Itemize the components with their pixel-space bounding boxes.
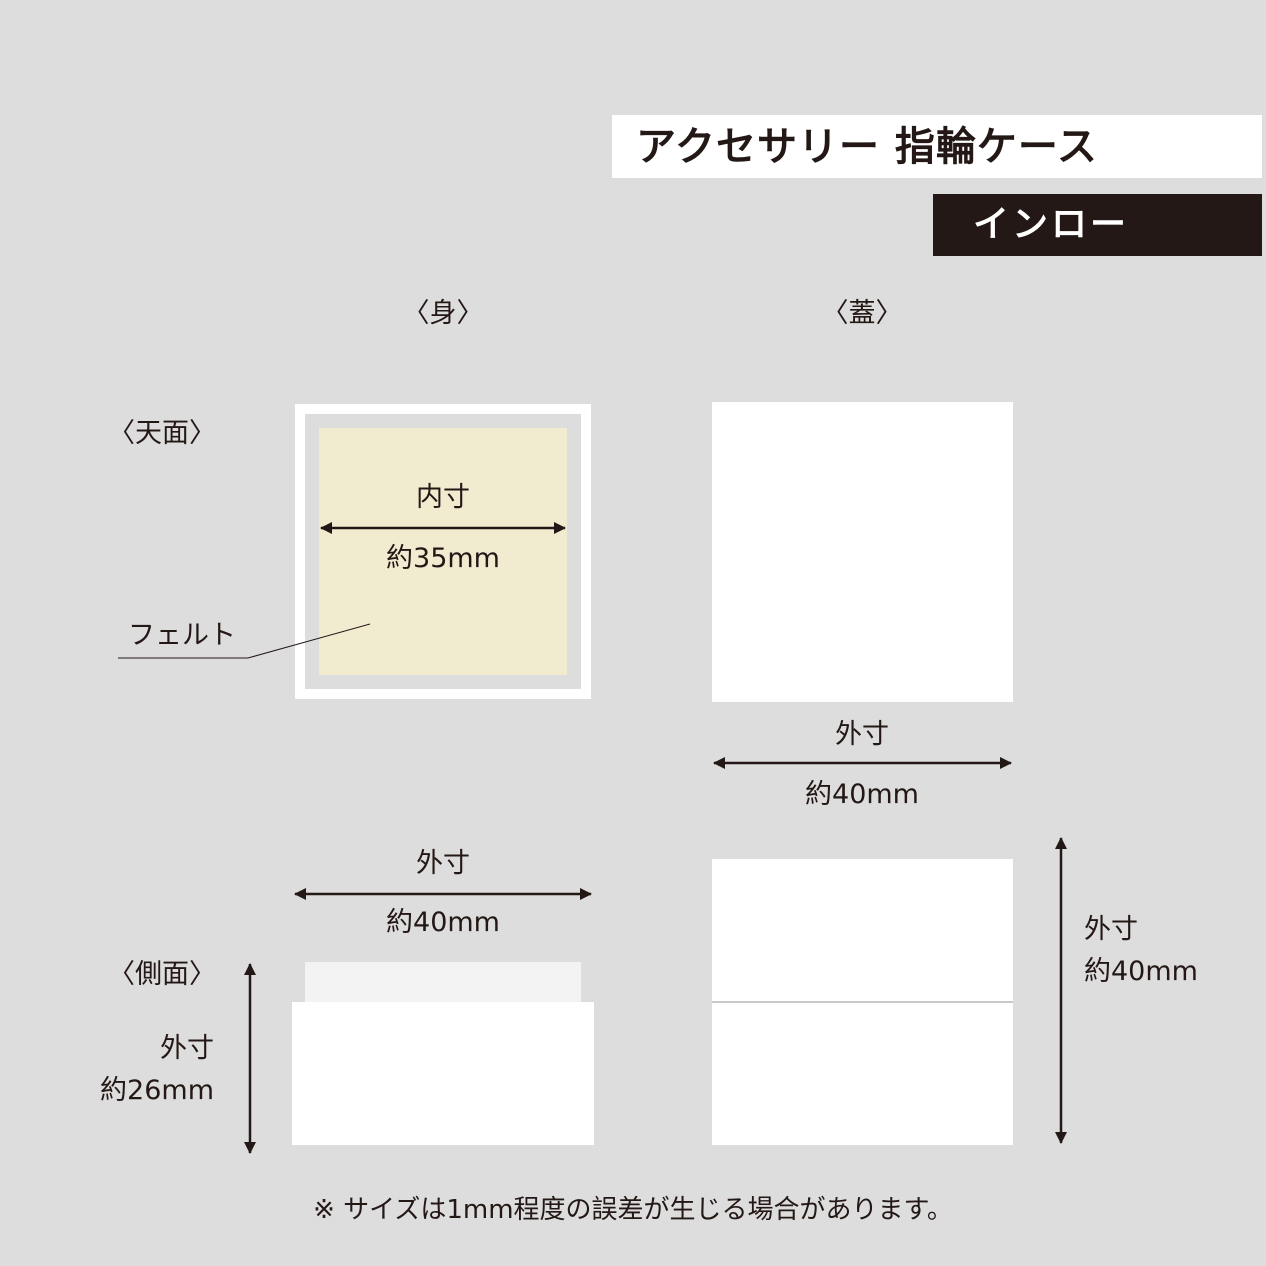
product-subtitle-badge: インロー (933, 194, 1262, 256)
felt-leader-line (118, 623, 371, 659)
body-width-label: 外寸 (416, 848, 470, 879)
body-width-value: 約40mm (386, 907, 500, 938)
felt-label: フェルト (128, 620, 236, 651)
body-side-panel (292, 1002, 594, 1145)
product-title: アクセサリー 指輪ケース (612, 115, 1262, 178)
inner-size-value: 約35mm (386, 543, 500, 574)
view-label-side: 〈側面〉 (108, 959, 216, 990)
view-label-top: 〈天面〉 (108, 418, 216, 449)
lid-width-label: 外寸 (835, 719, 889, 750)
inner-size-label: 内寸 (416, 482, 470, 513)
lid-top-panel (712, 402, 1013, 702)
lid-width-value: 約40mm (805, 779, 919, 810)
lid-height-value: 約40mm (1084, 956, 1198, 987)
lid-height-label: 外寸 (1084, 914, 1138, 945)
body-height-value: 約26mm (100, 1075, 214, 1106)
section-label-body: 〈身〉 (402, 298, 484, 329)
body-side-rim (305, 962, 581, 1002)
tolerance-note: ※ サイズは1mm程度の誤差が生じる場合があります。 (313, 1195, 953, 1225)
felt-pad (319, 428, 567, 675)
section-label-lid: 〈蓋〉 (821, 298, 903, 329)
body-height-label: 外寸 (160, 1033, 214, 1064)
